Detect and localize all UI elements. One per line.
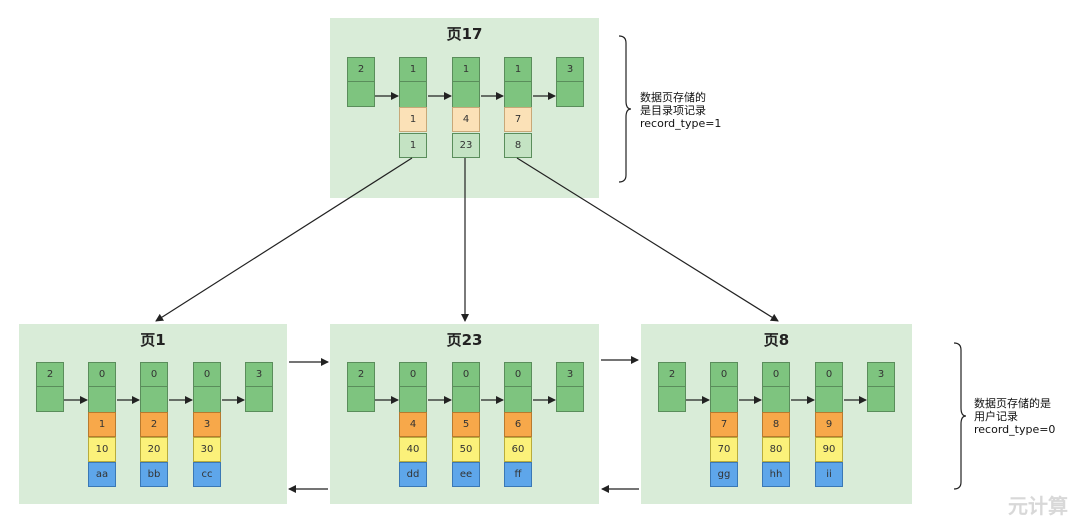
brace-upper [618, 35, 632, 183]
user-record-3-col3: ii [815, 462, 843, 487]
dir-record-1-page: 1 [399, 133, 427, 158]
user-record-3-col3: cc [193, 462, 221, 487]
record-supremum-body [556, 81, 584, 107]
user-record-2-col1: 8 [762, 412, 790, 437]
user-record-3-type: 0 [504, 362, 532, 387]
page-1-title: 页1 [140, 331, 166, 349]
user-record-3-body [815, 386, 843, 413]
user-record-1-col2: 10 [88, 437, 116, 462]
user-record-2-col3: hh [762, 462, 790, 487]
record-supremum: 3 [245, 362, 273, 387]
user-record-3-col2: 30 [193, 437, 221, 462]
record-supremum: 3 [867, 362, 895, 387]
page-23: 页23 2 0 4 40 dd 0 5 50 ee 0 6 60 ff 3 [330, 324, 599, 504]
record-infimum-body [36, 386, 64, 412]
user-record-1-col2: 40 [399, 437, 427, 462]
user-record-1-col2: 70 [710, 437, 738, 462]
note-line: record_type=1 [640, 117, 722, 130]
user-record-2-col3: ee [452, 462, 480, 487]
user-record-2-col2: 80 [762, 437, 790, 462]
user-record-2-type: 0 [762, 362, 790, 387]
user-record-3-col1: 3 [193, 412, 221, 437]
user-record-3-col3: ff [504, 462, 532, 487]
dir-record-2-type: 1 [452, 57, 480, 82]
user-record-1-col1: 1 [88, 412, 116, 437]
user-record-2-col1: 5 [452, 412, 480, 437]
user-record-1-col1: 7 [710, 412, 738, 437]
dir-record-2-body [452, 81, 480, 108]
user-record-3-col1: 9 [815, 412, 843, 437]
user-record-1-type: 0 [88, 362, 116, 387]
dir-record-1-key: 1 [399, 107, 427, 132]
user-record-1-type: 0 [399, 362, 427, 387]
dir-record-2-page: 23 [452, 133, 480, 158]
user-record-3-col2: 60 [504, 437, 532, 462]
dir-record-3-type: 1 [504, 57, 532, 82]
user-record-2-col3: bb [140, 462, 168, 487]
note-user-records: 数据页存储的是 用户记录 record_type=0 [974, 397, 1055, 436]
user-record-3-col1: 6 [504, 412, 532, 437]
record-infimum-body [658, 386, 686, 412]
page-1: 页1 2 0 1 10 aa 0 2 20 bb 0 3 30 cc 3 [19, 324, 287, 504]
user-record-1-body [88, 386, 116, 413]
pointer-arrow-page-8 [516, 157, 779, 322]
user-record-1-type: 0 [710, 362, 738, 387]
user-record-1-col3: aa [88, 462, 116, 487]
user-record-3-col2: 90 [815, 437, 843, 462]
record-infimum-body [347, 386, 375, 412]
user-record-2-col2: 20 [140, 437, 168, 462]
dir-record-3-body [504, 81, 532, 108]
dir-record-1-body [399, 81, 427, 108]
note-line: 用户记录 [974, 410, 1018, 423]
record-supremum-body [867, 386, 895, 412]
record-supremum-body [245, 386, 273, 412]
note-line: 数据页存储的是 [974, 397, 1051, 410]
dir-record-2-key: 4 [452, 107, 480, 132]
page-8-title: 页8 [763, 331, 790, 349]
user-record-2-type: 0 [452, 362, 480, 387]
user-record-2-col1: 2 [140, 412, 168, 437]
user-record-1-col1: 4 [399, 412, 427, 437]
record-infimum: 2 [658, 362, 686, 387]
note-line: 是目录项记录 [640, 104, 706, 117]
page-23-title: 页23 [446, 331, 483, 349]
dir-record-3-page: 8 [504, 133, 532, 158]
note-line: record_type=0 [974, 423, 1056, 436]
record-infimum: 2 [36, 362, 64, 387]
user-record-1-body [710, 386, 738, 413]
user-record-2-body [140, 386, 168, 413]
record-supremum-body [556, 386, 584, 412]
user-record-3-type: 0 [815, 362, 843, 387]
watermark: 元计算 [1008, 494, 1068, 518]
note-line: 数据页存储的 [640, 91, 706, 104]
user-record-2-type: 0 [140, 362, 168, 387]
user-record-1-col3: gg [710, 462, 738, 487]
page-8: 页8 2 0 7 70 gg 0 8 80 hh 0 9 90 ii 3 [641, 324, 912, 504]
brace-lower [953, 342, 967, 490]
user-record-1-col3: dd [399, 462, 427, 487]
pointer-arrow-page-1 [155, 157, 413, 322]
user-record-2-col2: 50 [452, 437, 480, 462]
dir-record-3-key: 7 [504, 107, 532, 132]
page-17-title: 页17 [446, 25, 483, 43]
record-infimum-body [347, 81, 375, 107]
note-directory-records: 数据页存储的 是目录项记录 record_type=1 [640, 91, 721, 130]
